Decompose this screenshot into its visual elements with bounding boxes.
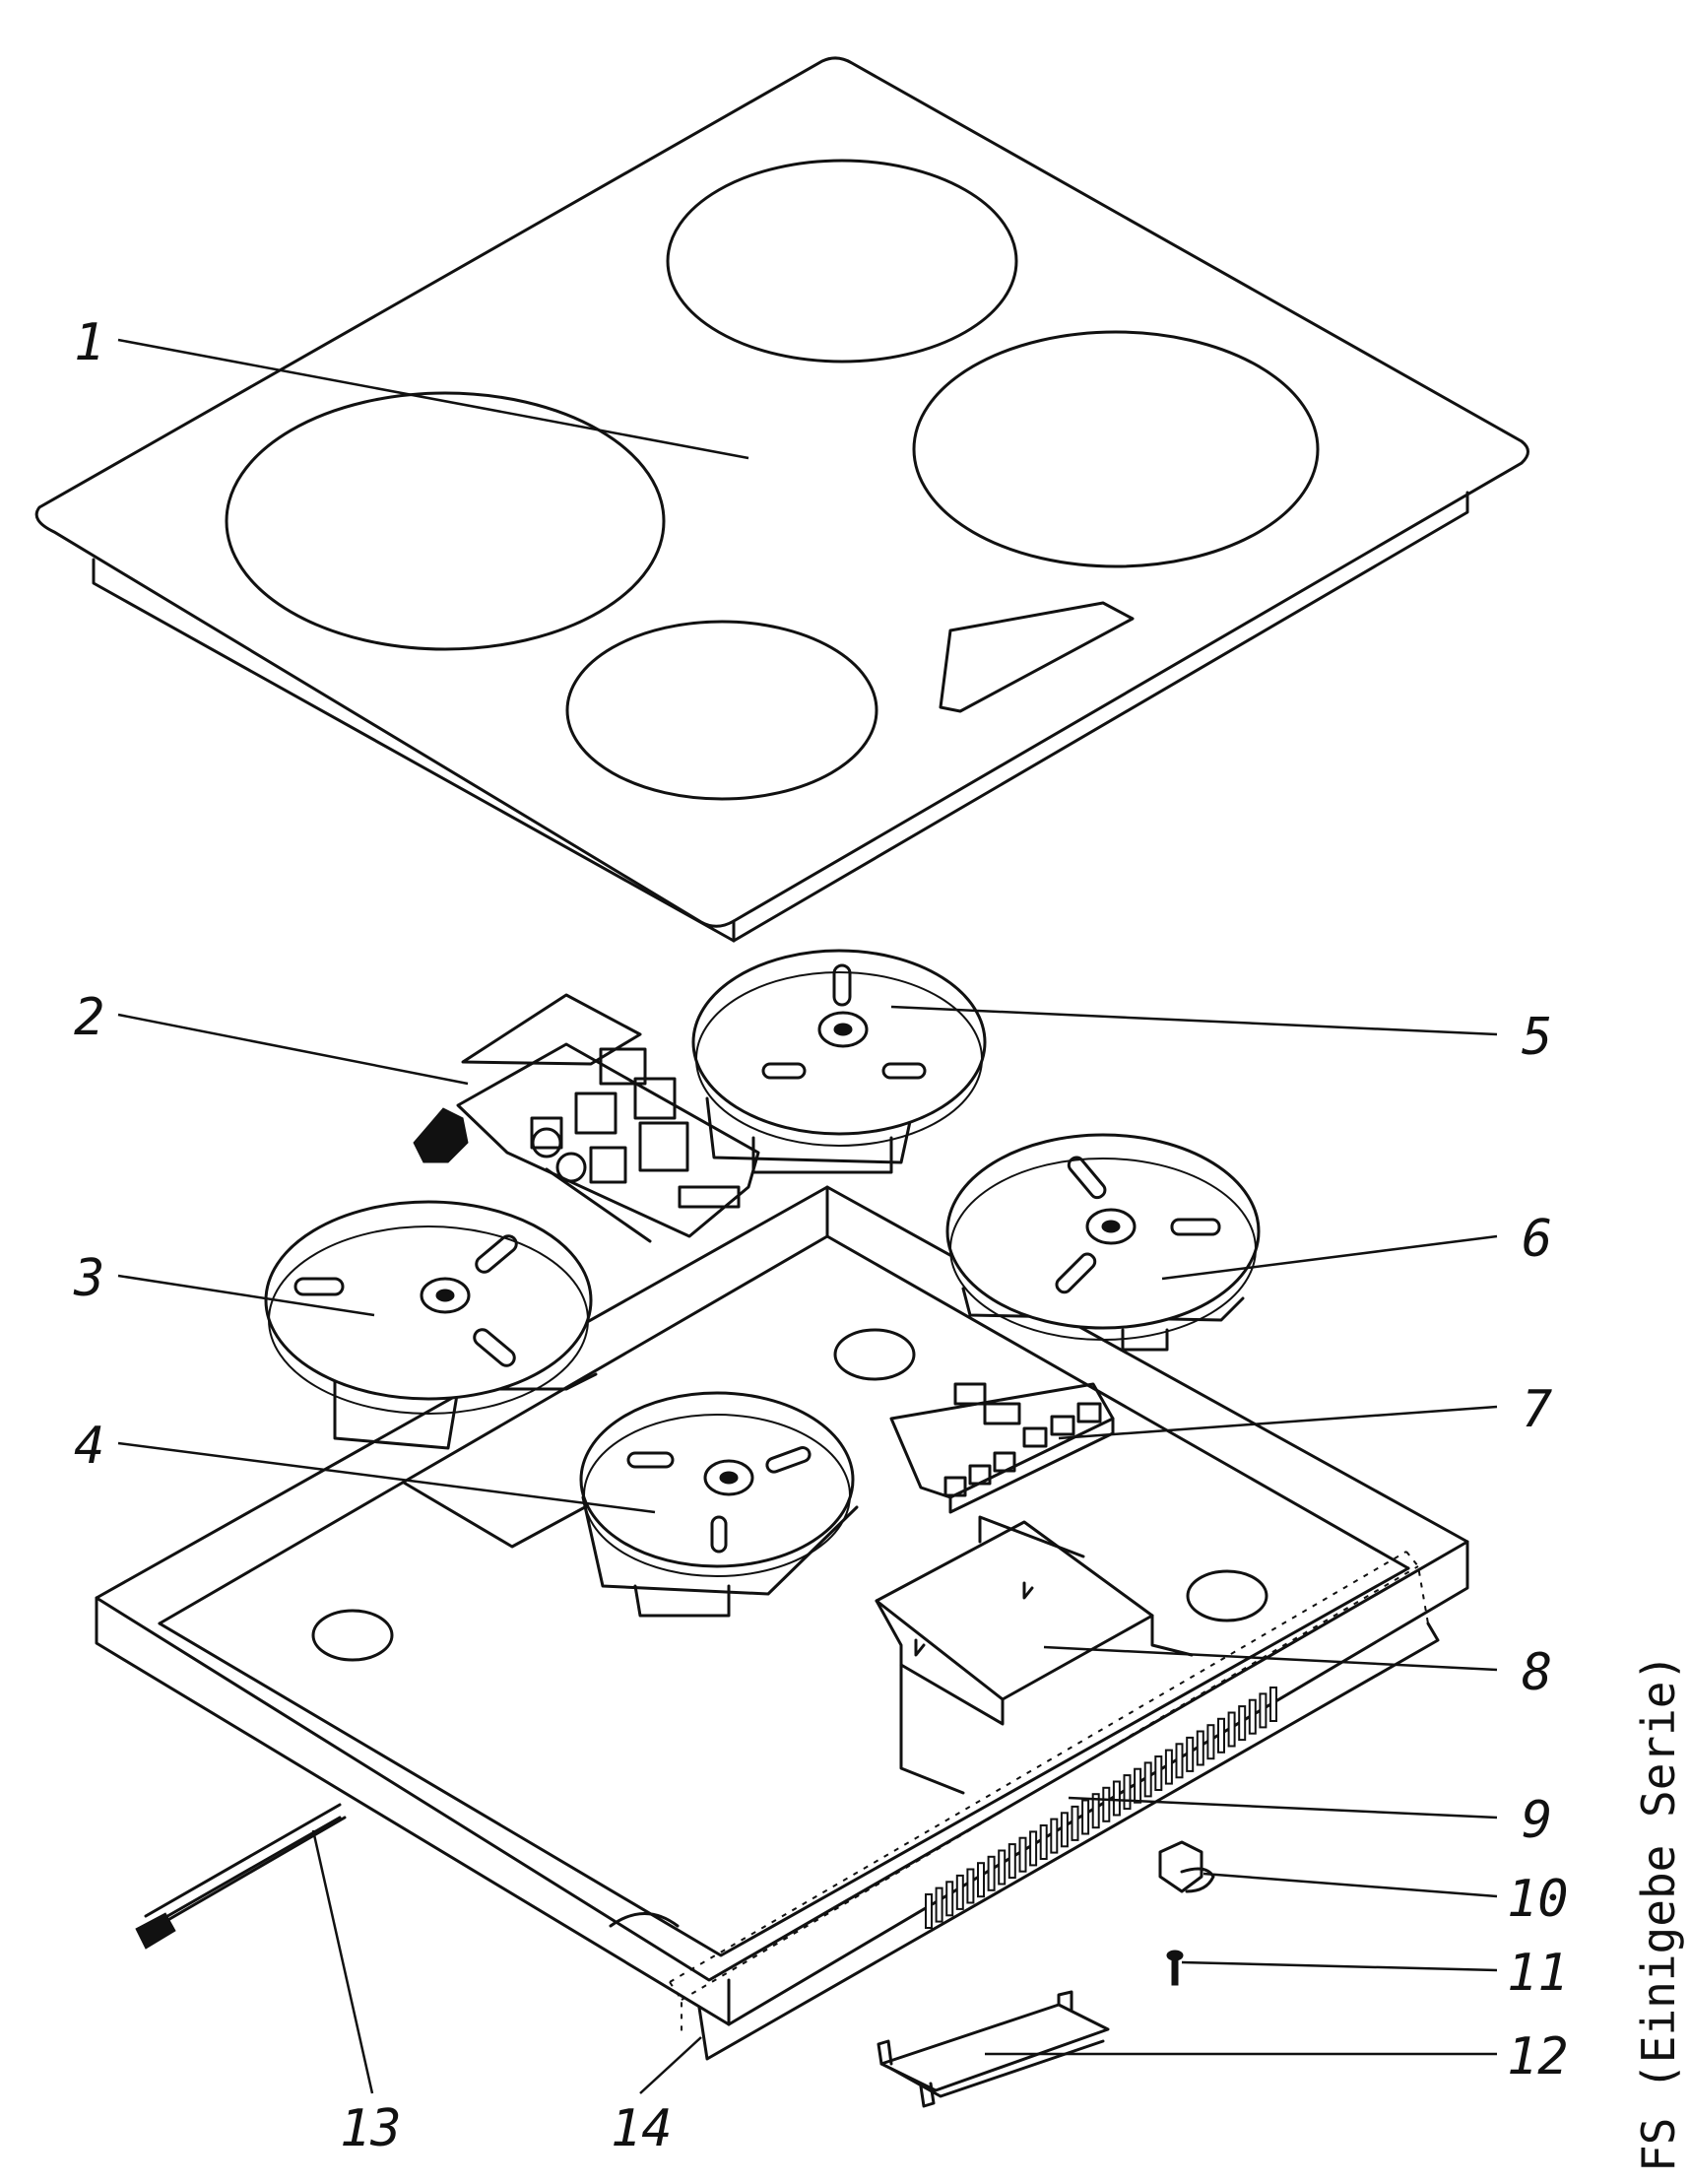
vent-slot: [1071, 1805, 1079, 1841]
callout-labels: 1 2 3 4 5 6 7 8 9 10 11 12 13 14: [73, 313, 1569, 2158]
callout-6: 6: [1522, 1210, 1552, 1269]
vent-slot: [1186, 1736, 1195, 1772]
vent-slot: [1259, 1692, 1268, 1729]
heating-element-left: [264, 1200, 598, 1450]
cooking-zone-front: [565, 620, 878, 801]
vent-slot: [1091, 1793, 1100, 1829]
power-cable: [135, 1803, 347, 1950]
vent-slot: [977, 1862, 985, 1898]
callout-12: 12: [1507, 2027, 1569, 2086]
vent-slot: [1206, 1724, 1215, 1760]
vent-slot: [1018, 1836, 1027, 1873]
control-board: [889, 1382, 1115, 1514]
vent-slot: [1217, 1717, 1225, 1754]
vent-slot: [1164, 1749, 1173, 1785]
clip: [1158, 1840, 1215, 1893]
callout-11: 11: [1507, 1944, 1569, 2003]
callout-14: 14: [611, 2099, 673, 2158]
vent-slot: [1269, 1687, 1277, 1722]
vent-slot: [1081, 1799, 1090, 1835]
vent-slot: [1039, 1824, 1048, 1860]
vent-slot: [966, 1868, 975, 1904]
cooking-zone-left: [225, 391, 666, 651]
cooking-zone-right: [912, 330, 1320, 568]
bracket: [877, 1990, 1110, 2108]
vent-slot: [925, 1893, 933, 1929]
callout-1: 1: [74, 313, 104, 372]
heating-element-front: [579, 1391, 859, 1618]
housing-hole: [311, 1609, 394, 1662]
vent-slot: [998, 1849, 1007, 1886]
vent-slot: [1134, 1767, 1142, 1804]
cover-plate: [875, 1515, 1194, 1795]
housing-hole: [1186, 1569, 1268, 1622]
callout-5: 5: [1522, 1008, 1552, 1067]
cooking-zone-rear: [666, 159, 1018, 364]
housing-hole: [833, 1328, 916, 1381]
vent-slot: [1238, 1705, 1247, 1742]
screw: [1166, 1950, 1184, 1986]
callout-13: 13: [340, 2099, 402, 2158]
vent-slot: [1227, 1711, 1236, 1748]
callout-4: 4: [74, 1417, 104, 1476]
callout-10: 10: [1507, 1870, 1569, 1929]
callout-9: 9: [1522, 1791, 1552, 1850]
glass-ceramic-top: [34, 56, 1529, 943]
vent-slot: [1060, 1812, 1069, 1848]
vent-slot: [1196, 1730, 1204, 1766]
vent-slot: [1050, 1818, 1059, 1854]
series-label: FS (Einigebe Serie): [1632, 1654, 1685, 2172]
vent-slot: [987, 1855, 996, 1891]
vent-slot: [1112, 1780, 1121, 1817]
vent-slot: [1123, 1774, 1132, 1811]
bottom-housing: [95, 1167, 1469, 2061]
leader-lines: [117, 338, 1498, 2094]
vent-slot: [945, 1881, 954, 1917]
power-board: [413, 993, 760, 1238]
vent-slot: [1143, 1761, 1152, 1798]
vent-slot: [1248, 1698, 1257, 1735]
callout-2: 2: [74, 988, 104, 1047]
vent-slot: [935, 1886, 943, 1923]
vent-slot: [1175, 1743, 1184, 1779]
heating-element-right: [945, 1133, 1261, 1352]
callout-7: 7: [1522, 1380, 1552, 1439]
callout-8: 8: [1522, 1643, 1552, 1702]
vent-slot: [1102, 1786, 1111, 1822]
heating-element-rear: [691, 949, 987, 1174]
vent-slot: [1029, 1830, 1038, 1867]
vent-slot: [1008, 1843, 1016, 1880]
vent-grille: [925, 1687, 1277, 1929]
control-panel-area: [939, 601, 1135, 713]
callout-3: 3: [73, 1249, 104, 1308]
vent-slot: [1154, 1755, 1163, 1791]
vent-slot: [955, 1874, 964, 1910]
